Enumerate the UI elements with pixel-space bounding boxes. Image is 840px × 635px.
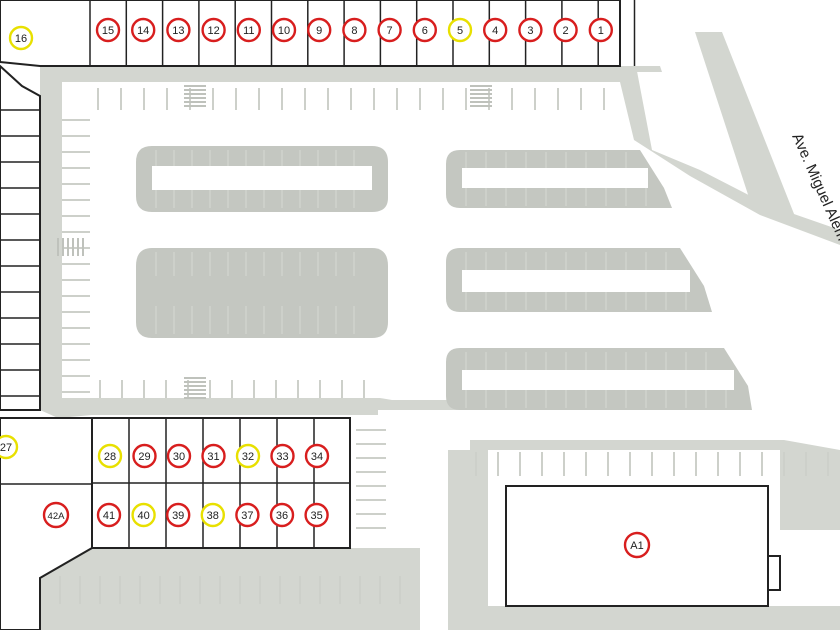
- unit-marker-4[interactable]: 4: [483, 17, 508, 43]
- unit-marker-16[interactable]: 16: [8, 25, 34, 51]
- unit-marker-27[interactable]: 27: [0, 434, 19, 460]
- unit-marker-31[interactable]: 31: [201, 443, 226, 469]
- unit-label: A1: [630, 540, 643, 552]
- unit-marker-29[interactable]: 29: [132, 443, 157, 469]
- unit-label: 41: [103, 510, 115, 522]
- unit-label: 1: [598, 25, 604, 37]
- unit-label: 30: [173, 451, 185, 463]
- unit-marker-12[interactable]: 12: [201, 17, 226, 43]
- unit-label: 15: [102, 25, 114, 37]
- unit-label: 31: [207, 451, 219, 463]
- unit-label: 39: [172, 510, 184, 522]
- unit-label: 32: [242, 451, 254, 463]
- unit-marker-42a[interactable]: 42A: [42, 501, 70, 529]
- unit-label: 9: [316, 25, 322, 37]
- unit-label: 8: [351, 25, 357, 37]
- pedestrian-crosswalks: [57, 85, 492, 399]
- unit-marker-33[interactable]: 33: [270, 443, 295, 469]
- unit-label: 35: [310, 510, 322, 522]
- unit-marker-38[interactable]: 38: [200, 502, 226, 528]
- unit-label: 29: [138, 451, 150, 463]
- unit-marker-a1[interactable]: A1: [623, 531, 651, 559]
- lower-right-driveway: [448, 450, 488, 630]
- unit-marker-35[interactable]: 35: [304, 502, 329, 528]
- unit-marker-10[interactable]: 10: [271, 17, 297, 43]
- unit-label: 13: [172, 25, 184, 37]
- unit-marker-30[interactable]: 30: [166, 443, 192, 469]
- building-anchor-notch: [767, 555, 781, 591]
- unit-marker-28[interactable]: 28: [97, 443, 123, 469]
- unit-marker-34[interactable]: 34: [304, 443, 330, 469]
- unit-label: 38: [207, 510, 219, 522]
- unit-label: 34: [311, 451, 323, 463]
- unit-marker-3[interactable]: 3: [518, 17, 543, 43]
- unit-label: 3: [527, 25, 533, 37]
- unit-label: 37: [241, 510, 253, 522]
- unit-label: 2: [563, 25, 569, 37]
- building-left-wing: [0, 64, 41, 411]
- unit-label: 36: [276, 510, 288, 522]
- unit-marker-6[interactable]: 6: [412, 17, 437, 43]
- unit-marker-39[interactable]: 39: [165, 502, 191, 528]
- unit-marker-8[interactable]: 8: [342, 17, 367, 43]
- unit-marker-11[interactable]: 11: [236, 17, 262, 43]
- unit-label: 16: [15, 33, 27, 45]
- unit-label: 28: [104, 451, 116, 463]
- unit-marker-41[interactable]: 41: [96, 502, 122, 528]
- unit-label: 11: [243, 25, 254, 37]
- unit-label: 14: [137, 25, 149, 37]
- unit-marker-5[interactable]: 5: [447, 17, 473, 43]
- unit-marker-36[interactable]: 36: [269, 502, 295, 528]
- service-road: [604, 66, 662, 72]
- unit-label: 10: [278, 25, 290, 37]
- anchor-surround: [488, 606, 840, 630]
- unit-label: 6: [422, 25, 428, 37]
- unit-label: 5: [457, 25, 463, 37]
- unit-marker-37[interactable]: 37: [235, 502, 260, 528]
- unit-marker-7[interactable]: 7: [377, 17, 402, 43]
- right-edge-lot: [780, 450, 840, 530]
- unit-marker-1[interactable]: 1: [588, 17, 613, 43]
- unit-marker-9[interactable]: 9: [307, 17, 332, 43]
- unit-label: 7: [387, 25, 393, 37]
- unit-label: 33: [276, 451, 288, 463]
- unit-marker-40[interactable]: 40: [131, 502, 156, 528]
- unit-marker-2[interactable]: 2: [553, 17, 578, 43]
- unit-label: 42A: [48, 511, 66, 522]
- unit-label: 4: [492, 25, 498, 37]
- lower-driveway: [40, 548, 420, 630]
- unit-marker-32[interactable]: 32: [235, 443, 261, 469]
- unit-label: 27: [0, 442, 12, 454]
- unit-label: 12: [207, 25, 219, 37]
- unit-marker-14[interactable]: 14: [130, 17, 156, 43]
- unit-marker-13[interactable]: 13: [166, 17, 191, 43]
- unit-marker-15[interactable]: 15: [95, 17, 121, 43]
- unit-label: 40: [137, 510, 149, 522]
